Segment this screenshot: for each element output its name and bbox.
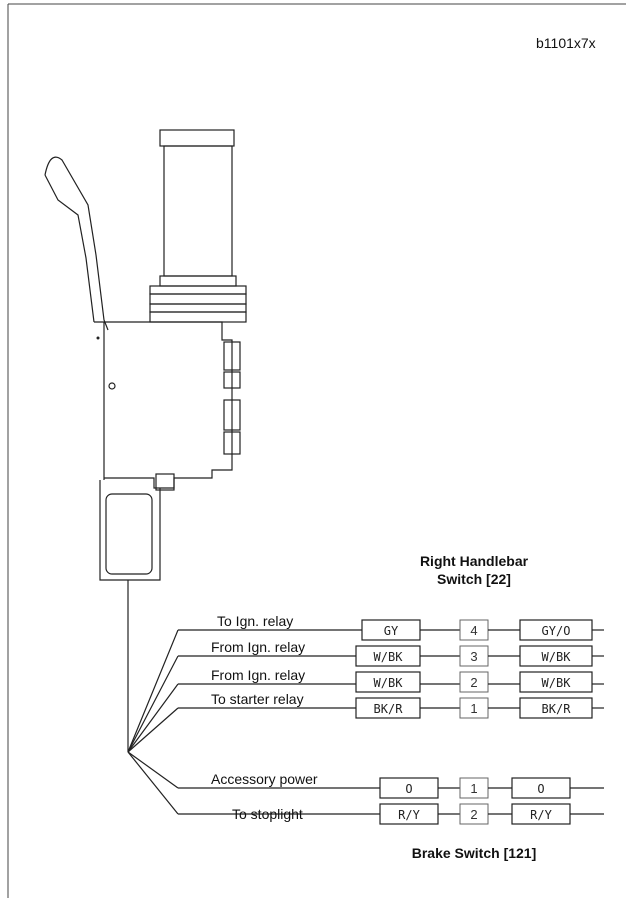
row-label: To stoplight bbox=[232, 806, 303, 822]
handlebar-illustration bbox=[44, 129, 247, 581]
wire-color: O bbox=[537, 782, 544, 796]
wire-color: W/BK bbox=[542, 676, 572, 690]
right-switch-title-line2: Switch [22] bbox=[437, 571, 511, 587]
row-label: Accessory power bbox=[211, 771, 318, 787]
row-label: To starter relay bbox=[211, 691, 304, 707]
wire-color: GY/O bbox=[542, 624, 571, 638]
pin-number: 4 bbox=[470, 623, 477, 638]
brake-lever bbox=[44, 156, 109, 331]
wire-color: BK/R bbox=[542, 702, 572, 716]
row-label: From Ign. relay bbox=[211, 667, 305, 683]
row-label: From Ign. relay bbox=[211, 639, 305, 655]
grip-cap bbox=[159, 129, 235, 147]
switch-housing bbox=[94, 321, 233, 489]
wire-color: O bbox=[405, 782, 412, 796]
pin-number: 1 bbox=[470, 701, 477, 716]
wire-color: W/BK bbox=[374, 676, 404, 690]
right-switch-rows: To Ign. relay GY 4 GY/O From Ign. relay … bbox=[127, 613, 604, 753]
figure-id: b1101x7x bbox=[536, 35, 596, 51]
brake-switch-body bbox=[105, 493, 153, 575]
pin-number: 2 bbox=[470, 675, 477, 690]
wire-color: R/Y bbox=[530, 808, 552, 822]
pin-number: 3 bbox=[470, 649, 477, 664]
grip-body bbox=[163, 145, 233, 277]
wire-color: W/BK bbox=[542, 650, 572, 664]
pin-number: 1 bbox=[470, 781, 477, 796]
pin-number: 2 bbox=[470, 807, 477, 822]
right-switch-title-line1: Right Handlebar bbox=[420, 553, 529, 569]
wire-color: W/BK bbox=[374, 650, 404, 664]
wire-color: GY bbox=[384, 624, 399, 638]
brake-switch-rows: Accessory power O 1 O To stoplight R/Y 2… bbox=[127, 751, 604, 825]
row-label: To Ign. relay bbox=[217, 613, 293, 629]
brake-switch-title: Brake Switch [121] bbox=[412, 845, 537, 861]
wire-color: R/Y bbox=[398, 808, 420, 822]
wire-color: BK/R bbox=[374, 702, 404, 716]
